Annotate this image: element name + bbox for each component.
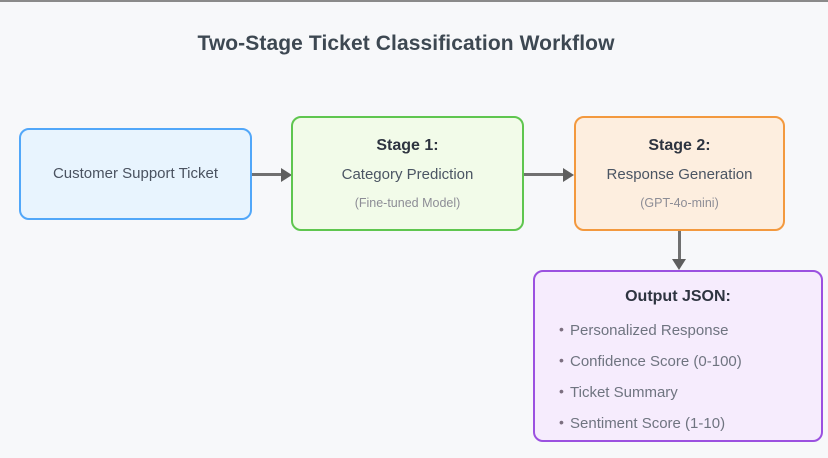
arrow-head-icon-stage1-to-stage2 (563, 168, 574, 182)
node-stage-1[interactable]: Stage 1: Category Prediction (Fine-tuned… (291, 116, 524, 231)
arrow-stage2-to-output (678, 231, 681, 260)
node-input-label: Customer Support Ticket (52, 164, 219, 182)
node-stage-2[interactable]: Stage 2: Response Generation (GPT-4o-min… (574, 116, 785, 231)
node-customer-support-ticket[interactable]: Customer Support Ticket (19, 128, 252, 220)
arrow-stage1-to-stage2 (524, 173, 564, 176)
node-output-title: Output JSON: (625, 288, 731, 305)
node-stage1-title: Stage 1: (376, 136, 439, 154)
arrow-head-icon-stage2-to-output (672, 259, 686, 270)
page-title: Two-Stage Ticket Classification Workflow (197, 32, 615, 55)
arrow-input-to-stage1 (252, 173, 282, 176)
node-stage2-subtitle: Response Generation (606, 166, 753, 184)
output-json-field: Confidence Score (0-100) (559, 353, 821, 369)
output-json-field: Personalized Response (559, 322, 821, 338)
node-stage1-subtitle: Category Prediction (341, 166, 474, 184)
node-stage2-note: (GPT-4o-mini) (640, 195, 719, 210)
node-stage2-title: Stage 2: (648, 136, 711, 154)
node-output-json[interactable]: Output JSON: Personalized ResponseConfid… (533, 270, 823, 442)
node-stage1-note: (Fine-tuned Model) (354, 195, 461, 210)
output-json-field-list: Personalized ResponseConfidence Score (0… (535, 322, 821, 447)
arrow-head-icon-input-to-stage1 (281, 168, 292, 182)
output-json-field: Sentiment Score (1-10) (559, 415, 821, 431)
output-json-field: Ticket Summary (559, 384, 821, 400)
